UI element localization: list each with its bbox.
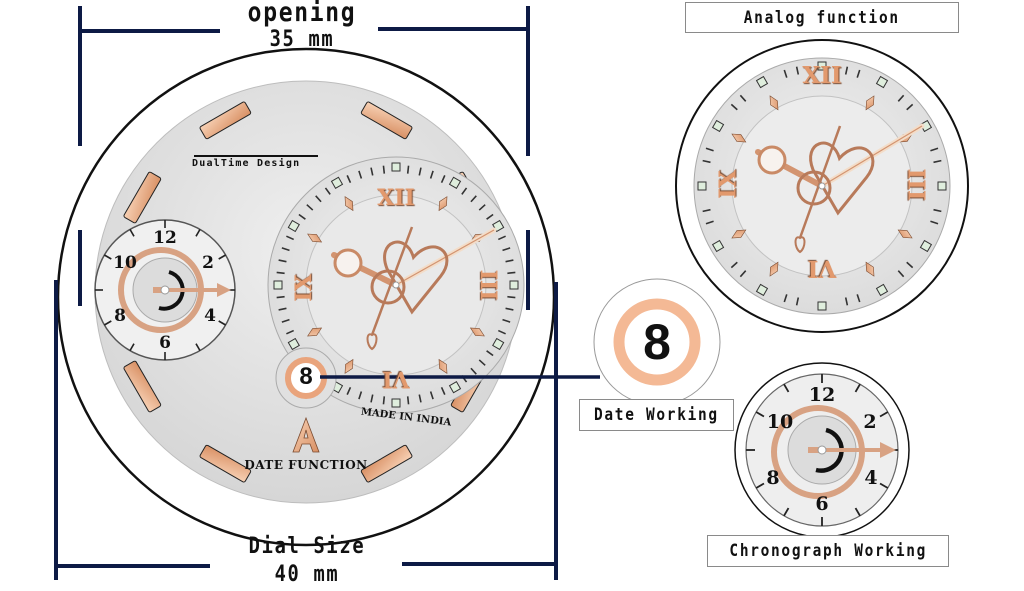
chrono-12: 12	[153, 228, 177, 248]
chrono-callout	[734, 362, 910, 538]
date-value: 8	[299, 363, 313, 390]
analog-callout-hands	[755, 123, 925, 254]
analog-hands	[331, 226, 497, 351]
chrono-2: 2	[202, 253, 214, 273]
chrono-6: 6	[159, 333, 171, 353]
opening-label: opening	[247, 0, 357, 28]
chrono-callout-8: 8	[766, 467, 780, 489]
numeral-vi: VI	[382, 366, 410, 392]
dimension-lines	[54, 6, 558, 580]
chrono-callout-10: 10	[766, 411, 794, 433]
analog-callout	[675, 39, 969, 333]
date-working-label: Date Working	[579, 399, 734, 431]
chronograph-subdial	[94, 219, 236, 361]
logo-a-icon	[292, 416, 320, 453]
numeral-iii: III	[475, 269, 501, 301]
analog-numeral-xii: XII	[802, 62, 842, 89]
opening-value: 35 mm	[269, 27, 335, 52]
chrono-8: 8	[114, 306, 126, 326]
analog-numeral-ix: IX	[714, 170, 742, 199]
main-watch	[56, 47, 556, 547]
dial-size-value: 40 mm	[274, 562, 340, 587]
chrono-callout-2: 2	[863, 411, 877, 433]
chrono-4: 4	[204, 306, 216, 326]
dial-size-label: Dial Size	[248, 534, 366, 559]
chrono-10: 10	[113, 253, 137, 273]
date-function-text: DATE FUNCTION	[244, 458, 368, 472]
chrono-callout-6: 6	[815, 493, 829, 515]
date-working-value: 8	[643, 314, 671, 370]
chrono-callout-12: 12	[808, 384, 836, 406]
analog-numeral-iii: III	[902, 168, 930, 201]
brand-text: DualTime Design	[192, 158, 301, 169]
numeral-ix: IX	[291, 274, 317, 302]
analog-function-label: Analog function	[685, 2, 959, 33]
analog-subdial	[267, 156, 525, 414]
analog-numeral-vi: VI	[807, 255, 837, 282]
date-callout	[593, 278, 721, 406]
chrono-callout-4: 4	[864, 467, 878, 489]
numeral-xii: XII	[377, 185, 415, 211]
chronograph-working-label: Chronograph Working	[707, 535, 949, 567]
